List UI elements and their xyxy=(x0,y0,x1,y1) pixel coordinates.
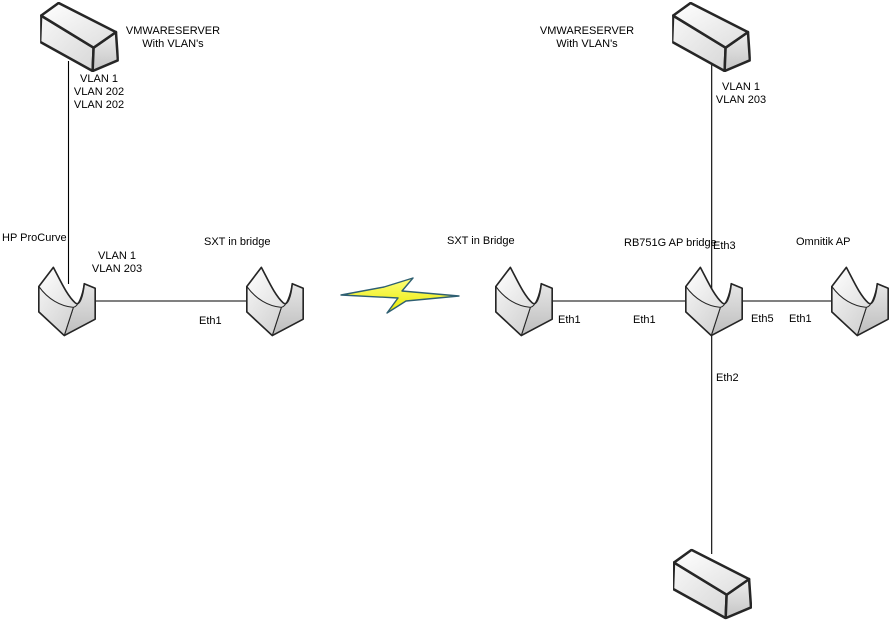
sxt-left-node[interactable] xyxy=(245,262,305,340)
rb751g-eth1-label: Eth1 xyxy=(633,314,656,326)
bridge-icon xyxy=(245,262,305,340)
sxt-right-label: SXT in Bridge xyxy=(447,235,515,247)
sxt-right-eth1-label: Eth1 xyxy=(558,314,581,326)
vmware-server-left-title: VMWARESERVER With VLAN's xyxy=(125,25,221,50)
rb751g-node[interactable] xyxy=(684,262,744,340)
server-box-icon xyxy=(40,2,119,72)
rb751g-label: RB751G AP bridge xyxy=(624,237,717,249)
rb751g-eth3-label: Eth3 xyxy=(713,240,736,252)
omnitik-node[interactable] xyxy=(830,262,890,340)
server-box-icon xyxy=(673,548,752,620)
hp-procurve-label: HP ProCurve xyxy=(2,232,67,244)
vmware-server-left-node[interactable] xyxy=(40,2,119,72)
vmware-server-right-title: VMWARESERVER With VLAN's xyxy=(539,25,635,50)
sxt-right-node[interactable] xyxy=(494,262,554,340)
sxt-left-eth1-label: Eth1 xyxy=(199,315,222,327)
bottom-server-box-node[interactable] xyxy=(673,548,752,620)
bridge-icon xyxy=(830,262,890,340)
rb751g-eth2-label: Eth2 xyxy=(716,372,739,384)
bridge-icon xyxy=(494,262,554,340)
hp-procurve-node[interactable] xyxy=(37,262,97,340)
connector-lines xyxy=(67,61,834,554)
vmware-server-left-vlan-list: VLAN 1 VLAN 202 VLAN 202 xyxy=(73,73,125,111)
bridge-icon xyxy=(684,262,744,340)
omnitik-eth1-label: Eth1 xyxy=(789,313,812,325)
sxt-left-label: SXT in bridge xyxy=(204,236,271,248)
bridge-icon xyxy=(37,262,97,340)
wireless-link-lightning-icon[interactable] xyxy=(340,277,460,314)
server-box-icon xyxy=(672,2,751,72)
vmware-server-right-vlan-list: VLAN 1 VLAN 203 xyxy=(715,81,767,106)
hp-procurve-vlan-list: VLAN 1 VLAN 203 xyxy=(91,250,143,275)
rb751g-eth5-label: Eth5 xyxy=(751,313,774,325)
vmware-server-right-node[interactable] xyxy=(672,2,751,72)
omnitik-label: Omnitik AP xyxy=(796,236,851,248)
